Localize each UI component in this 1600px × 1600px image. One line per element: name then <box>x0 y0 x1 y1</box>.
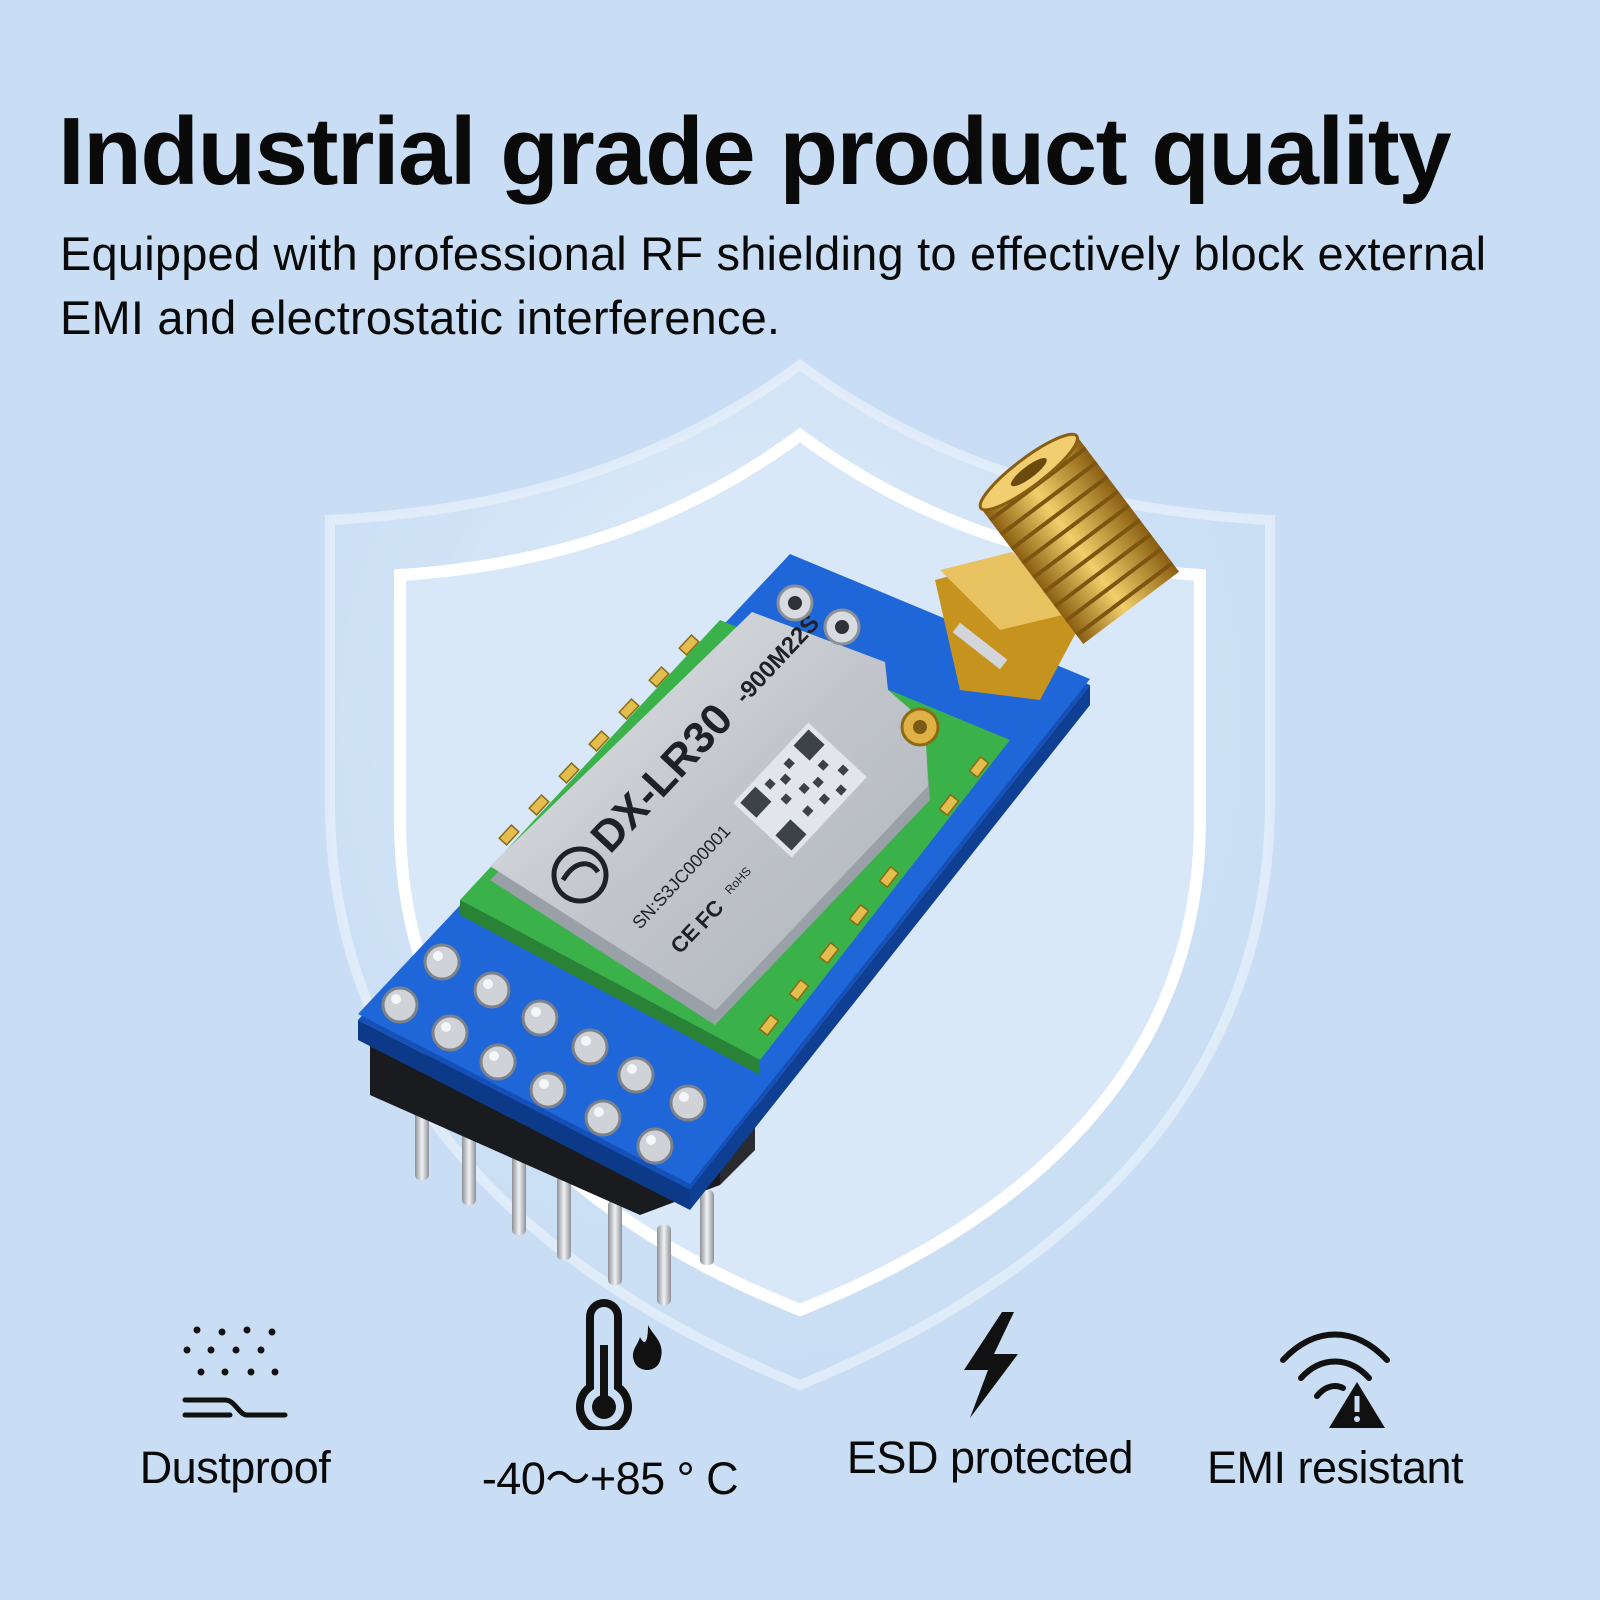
feature-esd: ESD protected <box>810 1312 1170 1484</box>
feature-dustproof: Dustproof <box>55 1320 415 1494</box>
mounting-holes <box>776 584 861 646</box>
feature-label: EMI resistant <box>1206 1442 1464 1493</box>
feature-label: Dustproof <box>139 1442 331 1493</box>
feature-label: -40～+85 ° C <box>481 1453 739 1504</box>
pin-heads <box>381 943 707 1165</box>
feature-temperature: -40～+85 ° C <box>430 1299 790 1507</box>
lightning-icon <box>964 1312 1018 1418</box>
feature-label: ESD protected <box>846 1432 1134 1483</box>
feature-emi: EMI resistant <box>1155 1320 1515 1494</box>
dust-icon <box>182 1326 288 1418</box>
header-pins <box>415 1100 714 1305</box>
thermometer-flame-icon <box>576 1299 662 1430</box>
page-subtitle: Equipped with professional RF shielding … <box>60 227 1487 344</box>
page-title: Industrial grade product quality <box>58 98 1452 205</box>
sma-connector <box>935 432 1180 700</box>
wifi-warning-icon <box>1280 1331 1390 1428</box>
rf-shield-can <box>490 612 930 1025</box>
